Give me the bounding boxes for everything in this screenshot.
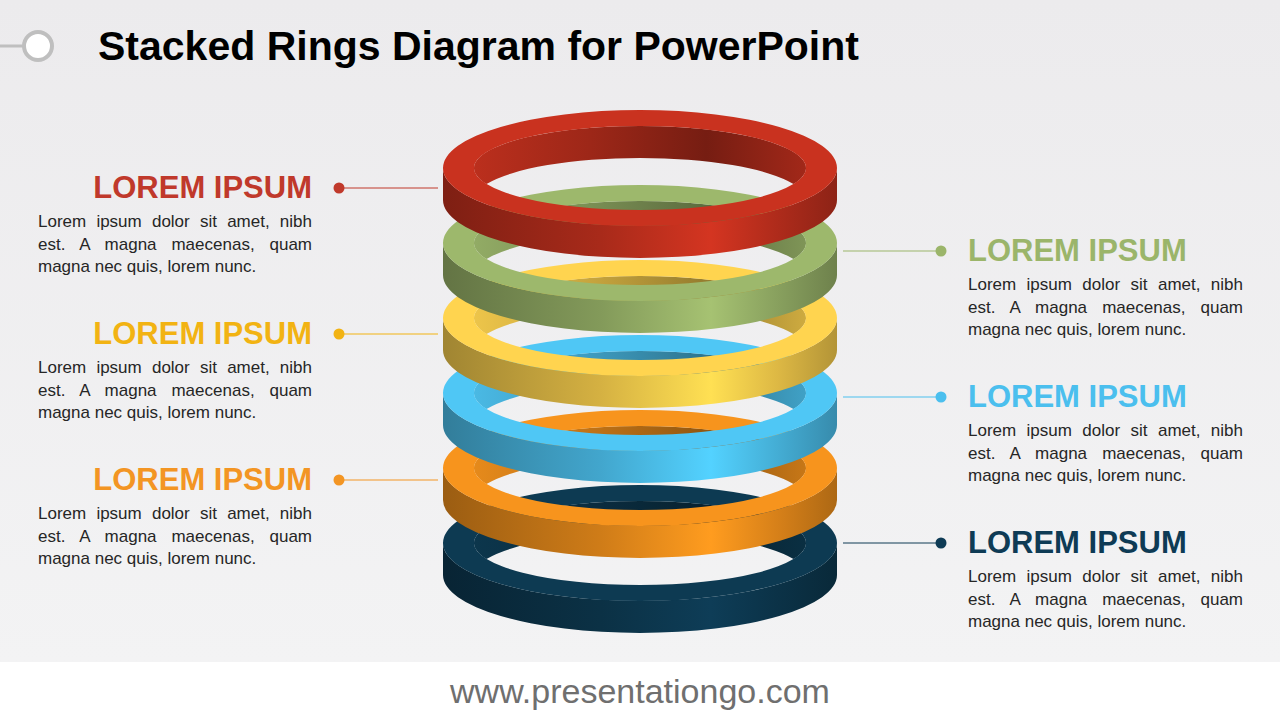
callout-body: Lorem ipsum dolor sit amet, nibh est. A … xyxy=(38,503,312,571)
callout-heading: LOREM IPSUM xyxy=(38,171,312,205)
leader-dot xyxy=(334,329,345,340)
callout-heading: LOREM IPSUM xyxy=(38,463,312,497)
callout: LOREM IPSUM Lorem ipsum dolor sit amet, n… xyxy=(38,171,312,279)
leader-line xyxy=(339,334,438,335)
leader-dot xyxy=(334,475,345,486)
callout-heading: LOREM IPSUM xyxy=(968,234,1243,268)
leader xyxy=(334,183,439,194)
callout-heading: LOREM IPSUM xyxy=(968,380,1243,414)
leader xyxy=(334,329,439,340)
callout-heading: LOREM IPSUM xyxy=(38,317,312,351)
leader-dot xyxy=(936,538,947,549)
callout-heading: LOREM IPSUM xyxy=(968,526,1243,560)
callout: LOREM IPSUM Lorem ipsum dolor sit amet, n… xyxy=(968,526,1243,634)
leader xyxy=(334,475,439,486)
leader xyxy=(843,392,947,403)
title-ornament-ring xyxy=(24,32,52,60)
callout-body: Lorem ipsum dolor sit amet, nibh est. A … xyxy=(968,274,1243,342)
callout-body: Lorem ipsum dolor sit amet, nibh est. A … xyxy=(968,566,1243,634)
watermark: www.presentationgo.com xyxy=(0,668,1280,714)
leader-line xyxy=(339,188,438,189)
callout: LOREM IPSUM Lorem ipsum dolor sit amet, n… xyxy=(968,234,1243,342)
ring-top-face xyxy=(443,110,837,226)
footer-band xyxy=(0,662,1280,720)
ring xyxy=(443,110,837,258)
leader xyxy=(843,538,947,549)
leader-dot xyxy=(334,183,345,194)
leader-dot xyxy=(936,392,947,403)
callout: LOREM IPSUM Lorem ipsum dolor sit amet, n… xyxy=(968,380,1243,488)
callout-body: Lorem ipsum dolor sit amet, nibh est. A … xyxy=(38,211,312,279)
leader xyxy=(843,246,947,257)
leader-dot xyxy=(936,246,947,257)
callout: LOREM IPSUM Lorem ipsum dolor sit amet, n… xyxy=(38,317,312,425)
slide-title: Stacked Rings Diagram for PowerPoint xyxy=(98,22,859,70)
leader-line xyxy=(843,543,941,544)
title-ornament-line xyxy=(0,45,24,48)
leader-line xyxy=(843,251,941,252)
callout: LOREM IPSUM Lorem ipsum dolor sit amet, n… xyxy=(38,463,312,571)
callout-body: Lorem ipsum dolor sit amet, nibh est. A … xyxy=(968,420,1243,488)
leader-line xyxy=(843,397,941,398)
leader-line xyxy=(339,480,438,481)
callout-body: Lorem ipsum dolor sit amet, nibh est. A … xyxy=(38,357,312,425)
